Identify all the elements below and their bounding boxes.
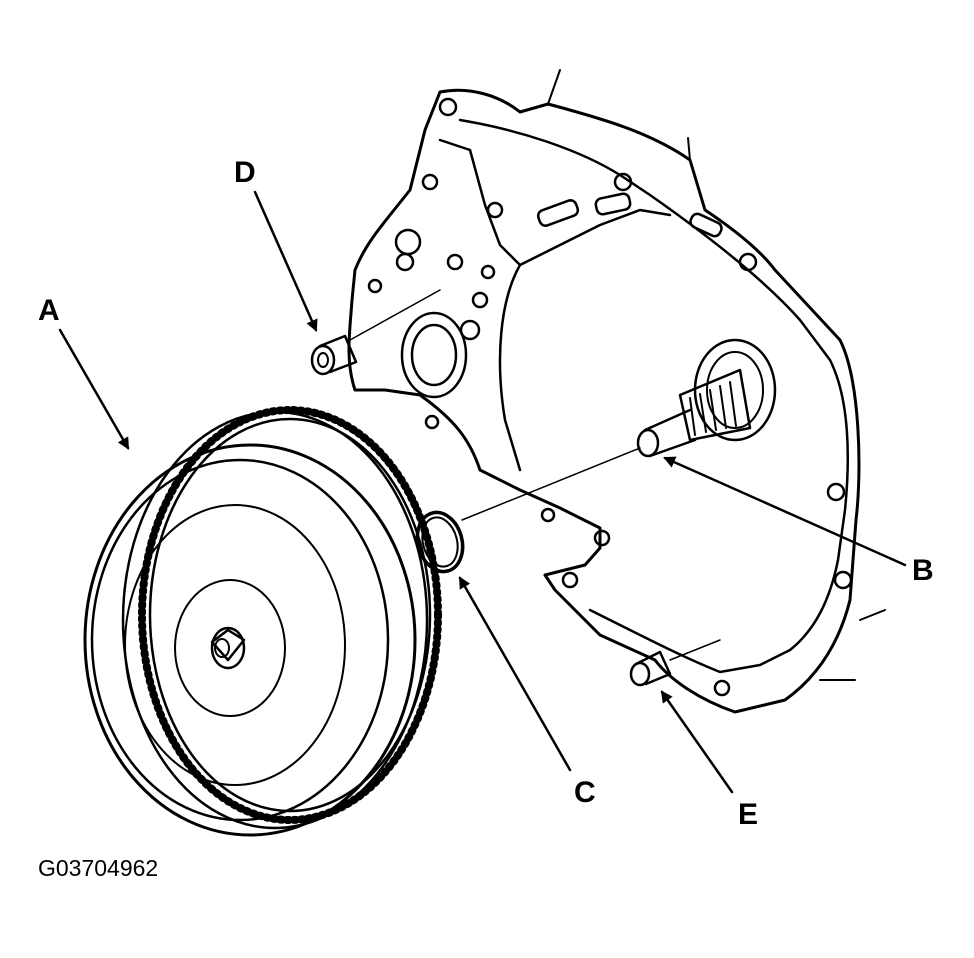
figure-id: G03704962 <box>38 855 159 881</box>
transmission-housing <box>347 69 886 714</box>
callout-a: A <box>38 294 60 327</box>
input-shaft <box>636 338 777 458</box>
torque-converter <box>83 406 442 837</box>
dowel-pin-e <box>629 650 672 687</box>
callout-d: D <box>234 156 256 189</box>
leader-arrow-e <box>660 690 734 794</box>
leader-arrow-b <box>663 456 907 567</box>
callout-c: C <box>574 776 596 809</box>
alignment-lines <box>349 289 721 661</box>
leader-arrow-a <box>58 328 130 450</box>
leader-arrows <box>58 190 907 794</box>
leader-arrow-c <box>458 576 572 772</box>
dowel-pin-d <box>310 334 358 376</box>
callout-e: E <box>738 798 759 831</box>
leader-arrow-d <box>253 190 318 332</box>
callout-b: B <box>912 554 934 587</box>
